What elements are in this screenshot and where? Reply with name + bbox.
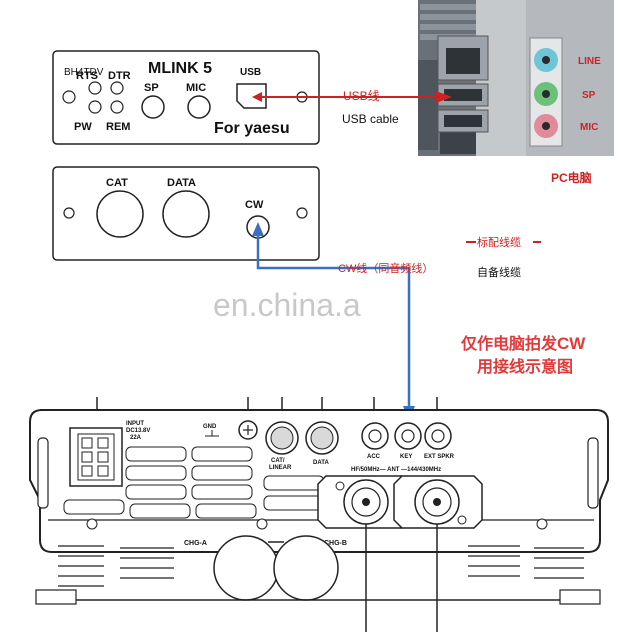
usb-cable-label-en: USB cable [342, 112, 399, 126]
dtr-label: DTR [108, 70, 131, 82]
led-indicator [110, 81, 124, 95]
pc-jack-label-sp: SP [582, 90, 596, 101]
ext-spkr-label: EXT SPKR [424, 454, 455, 460]
chg-b-fan [273, 535, 339, 601]
usb-cable [252, 91, 452, 103]
pc-label: PC电脑 [551, 170, 592, 185]
cat-port [96, 190, 144, 238]
gnd-label: GND [203, 424, 217, 430]
chg-a-label: CHG-A [184, 540, 207, 547]
legend: 标配线缆 自备线缆 [466, 235, 541, 279]
data-port [162, 190, 210, 238]
usb-cable-label-cn: USB线 [343, 89, 380, 103]
mic-port-label: MIC [186, 82, 206, 94]
chg-b-label: CHG-B [324, 540, 347, 547]
cw-port-label: CW [245, 199, 264, 211]
input-current-label: 22A [130, 435, 142, 441]
rem-label: REM [106, 121, 130, 133]
input-voltage-label: DC13.8V [126, 428, 150, 434]
input-label: INPUT [126, 421, 144, 427]
usb-port-label: USB [240, 67, 261, 78]
led-indicator [88, 100, 102, 114]
antenna-label: HF/50MHz— ANT —144/430MHz [351, 467, 441, 473]
radio-rear-panel: INPUT DC13.8V 22A GND CAT/ LINEAR DATA A… [29, 397, 609, 632]
screw-hole [296, 207, 308, 219]
caption-line2: 用接线示意图 [477, 357, 573, 376]
led-indicator [88, 81, 102, 95]
mic-port [187, 95, 211, 119]
pw-label: PW [74, 121, 92, 133]
acc-label: ACC [367, 454, 381, 460]
legend-standard-label: 标配线缆 [477, 235, 521, 249]
data-port-label: DATA [167, 177, 196, 189]
led-indicator [62, 90, 76, 104]
cat-panel: CAT DATA CW [52, 166, 320, 261]
pc-rear-panel-photo: LINE SP MIC [418, 0, 614, 156]
usb-port [236, 83, 267, 109]
cat-port-label: CAT [106, 177, 128, 189]
chg-a-fan [213, 535, 279, 601]
sp-port [141, 95, 165, 119]
caption-line1: 仅作电脑拍发CW [460, 334, 586, 353]
cat-linear-label: CAT/ [271, 458, 285, 464]
sp-port-label: SP [144, 82, 159, 94]
mlink-title: MLINK 5 [148, 60, 212, 77]
rts-label: RTS [76, 70, 98, 82]
pc-jack-label-line: LINE [578, 56, 601, 67]
key-label: KEY [400, 454, 412, 460]
pc-jack-label-mic: MIC [580, 122, 598, 133]
callsign-label: BH4TDV [64, 67, 104, 78]
screw-hole [63, 207, 75, 219]
cw-cable-label: CW线（同音频线） [338, 261, 433, 275]
watermark: en.china.a [213, 287, 361, 323]
mlink-subtitle: For yaesu [214, 120, 290, 137]
cat-linear-label-2: LINEAR [269, 465, 292, 471]
data-label-radio: DATA [313, 460, 329, 466]
legend-optional-label: 自备线缆 [477, 265, 521, 279]
mlink5-panel: BH4TDV RTS DTR PW REM SP MIC MLINK 5 USB… [52, 50, 320, 145]
led-indicator [110, 100, 124, 114]
